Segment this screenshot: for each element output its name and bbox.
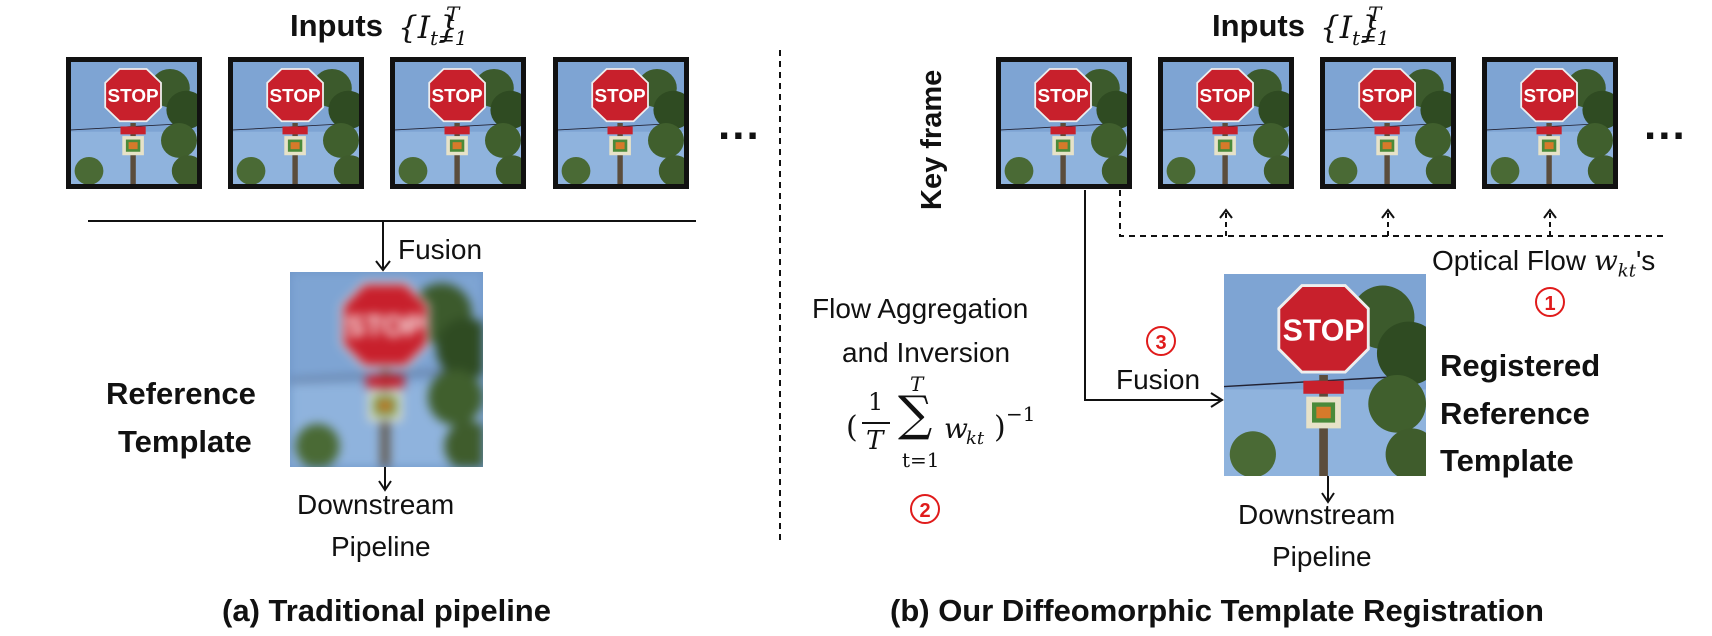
left-downstream-line-1: Downstream xyxy=(297,489,455,520)
right-downstream-line-1: Downstream xyxy=(1238,499,1396,530)
right-ellipsis: ... xyxy=(1644,100,1687,149)
left-fusion-label: Fusion xyxy=(398,234,483,265)
left-input-frame-3 xyxy=(390,57,526,189)
left-downstream-line-2: Pipeline xyxy=(331,531,431,562)
right-inputs-brace: } xyxy=(1360,10,1380,46)
left-input-frame-4 xyxy=(553,57,689,189)
right-inputs-math: {It=1 xyxy=(1320,10,1390,51)
registered-label-1: Registered xyxy=(1440,348,1601,383)
left-caption: (a) Traditional pipeline xyxy=(222,593,551,628)
right-inputs-title: Inputs xyxy=(1212,8,1305,43)
right-downstream-line-2: Pipeline xyxy=(1272,541,1372,572)
left-input-frame-2 xyxy=(228,57,364,189)
left-inputs-math: {It=1 xyxy=(398,10,468,51)
flow-aggregation-line-1: Flow Aggregation xyxy=(812,293,1029,324)
step-1-marker: 1 xyxy=(1535,287,1565,317)
left-reference-label-1: Reference xyxy=(106,376,256,411)
right-input-frame-4 xyxy=(1482,57,1618,189)
optical-flow-label: Optical Flow wkt's xyxy=(1432,244,1656,282)
right-caption: (b) Our Diffeomorphic Template Registrat… xyxy=(890,593,1544,628)
left-reference-label-2: Template xyxy=(118,424,252,459)
left-inputs-brace: } xyxy=(438,10,458,46)
registered-label-3: Template xyxy=(1440,443,1574,478)
left-reference-template-image xyxy=(290,272,483,467)
left-ellipsis: ... xyxy=(718,100,761,149)
registered-template-image xyxy=(1224,274,1426,476)
right-input-frame-3 xyxy=(1320,57,1456,189)
left-inputs-title: Inputs xyxy=(290,8,383,43)
key-frame-image xyxy=(996,57,1132,189)
panel-divider xyxy=(779,50,781,540)
left-connectors xyxy=(88,220,696,492)
aggregation-formula: ( 1 T T ∑ t=1 w kt ) −1 xyxy=(846,372,1036,472)
left-inputs-sup: T xyxy=(446,2,460,26)
registered-label-2: Reference xyxy=(1440,396,1590,431)
step-3-marker: 3 xyxy=(1146,326,1176,356)
left-input-frame-1 xyxy=(66,57,202,189)
right-input-frame-2 xyxy=(1158,57,1294,189)
right-connectors xyxy=(1084,190,1668,504)
right-inputs-sup: T xyxy=(1368,2,1382,26)
step-2-marker: 2 xyxy=(910,494,940,524)
flow-aggregation-line-2: and Inversion xyxy=(842,337,1011,368)
right-fusion-label: Fusion xyxy=(1116,364,1201,395)
